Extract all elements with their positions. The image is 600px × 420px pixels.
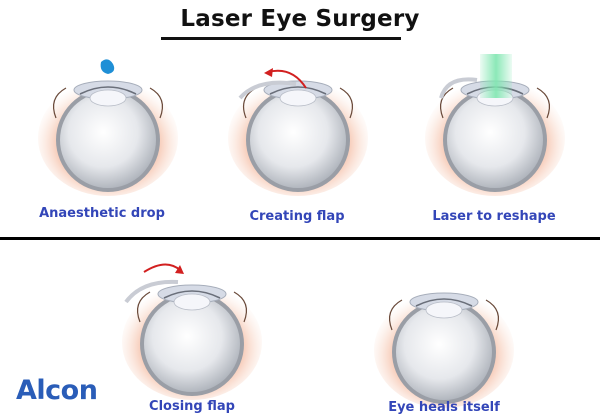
step-label: Closing flap (149, 399, 235, 414)
title-underline (161, 37, 401, 40)
alcon-logo: Alcon (16, 375, 98, 406)
eye-illustration (37, 59, 179, 197)
step-closing-flap (121, 262, 263, 412)
eye-illustration (373, 291, 515, 409)
step-eye-heals (373, 270, 515, 420)
step-label: Anaesthetic drop (39, 206, 165, 221)
drop-icon (100, 59, 115, 74)
eye-illustration (424, 54, 566, 197)
eye-illustration (121, 263, 263, 401)
step-anaesthetic-drop (37, 58, 179, 208)
step-label: Creating flap (249, 209, 345, 224)
arrow-right-icon (143, 263, 181, 273)
eye-illustration (227, 68, 369, 197)
laser-beam-icon (480, 54, 512, 98)
step-creating-flap (227, 58, 369, 208)
step-laser-reshape (424, 54, 566, 208)
section-divider (0, 237, 600, 240)
step-label: Eye heals itself (388, 400, 500, 415)
diagram-title: Laser Eye Surgery (180, 6, 420, 32)
step-label: Laser to reshape (432, 209, 556, 224)
